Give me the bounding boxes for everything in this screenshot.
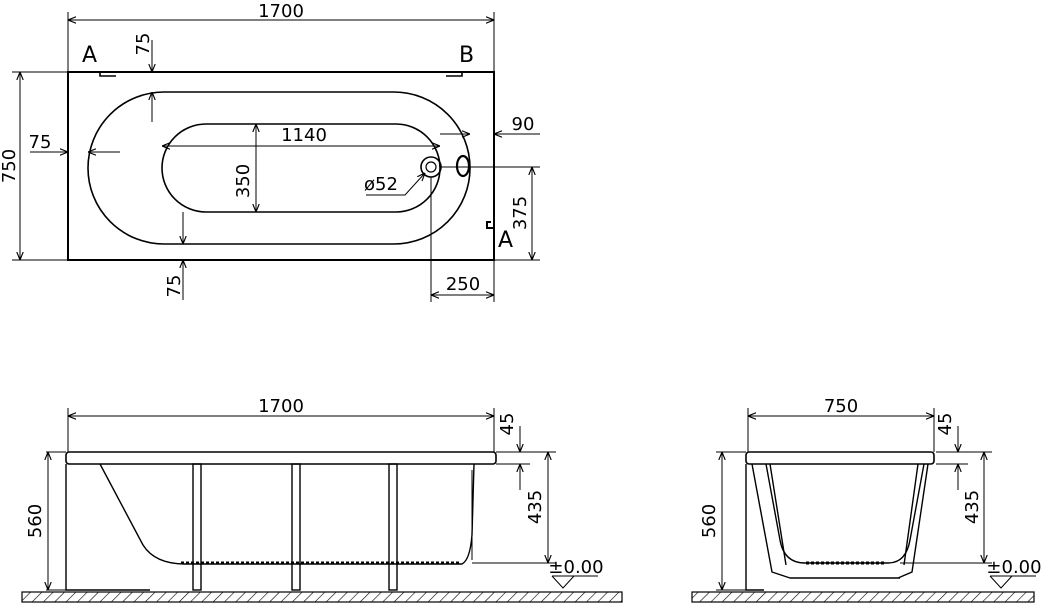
end-width-label: 750 — [824, 396, 858, 417]
drain-center-label: 375 — [510, 196, 531, 230]
section-a-top-label: A — [82, 43, 97, 68]
leg-icon — [388, 463, 398, 591]
end-frame — [751, 463, 929, 579]
end-depth-label: 435 — [962, 490, 983, 524]
tub-outline — [67, 71, 495, 261]
inner-length-label: 1140 — [281, 125, 327, 146]
end-height-label: 560 — [699, 504, 720, 538]
side-rim-label: 45 — [497, 413, 518, 436]
basin-outer — [87, 91, 471, 245]
section-a-side-label: A — [498, 228, 513, 253]
inner-width-label: 350 — [233, 164, 254, 198]
level-marker-icon — [551, 575, 598, 589]
side-length-label: 1700 — [258, 396, 304, 417]
basin-inner — [161, 123, 441, 213]
side-depth-label: 435 — [525, 490, 546, 524]
level-marker-icon — [989, 575, 1036, 589]
end-view — [691, 408, 1036, 603]
plan-length-label: 1700 — [258, 1, 304, 22]
rim-top-label: 75 — [133, 33, 154, 56]
plan-width-label: 750 — [0, 149, 20, 183]
end-rim — [745, 451, 935, 465]
leg-icon — [291, 463, 301, 591]
rim-bottom-label: 75 — [164, 275, 185, 298]
side-shell — [65, 463, 475, 591]
drain-end-label: 250 — [446, 274, 480, 295]
rim-left-label: 75 — [29, 132, 52, 153]
plan-view — [12, 12, 540, 302]
floor-hatch — [691, 591, 1035, 603]
end-floor-level-label: ±0.00 — [986, 557, 1041, 578]
side-floor-level-label: ±0.00 — [548, 557, 603, 578]
floor-hatch — [21, 591, 623, 603]
section-b-label: B — [459, 43, 474, 68]
end-rim-label: 45 — [935, 413, 956, 436]
side-view — [21, 408, 623, 603]
side-height-label: 560 — [25, 504, 46, 538]
overflow-offset-label: 90 — [512, 114, 535, 135]
drain-diameter-label: ø52 — [364, 174, 398, 195]
overflow-icon — [455, 154, 471, 178]
side-rim — [65, 451, 497, 465]
leg-icon — [192, 463, 202, 591]
